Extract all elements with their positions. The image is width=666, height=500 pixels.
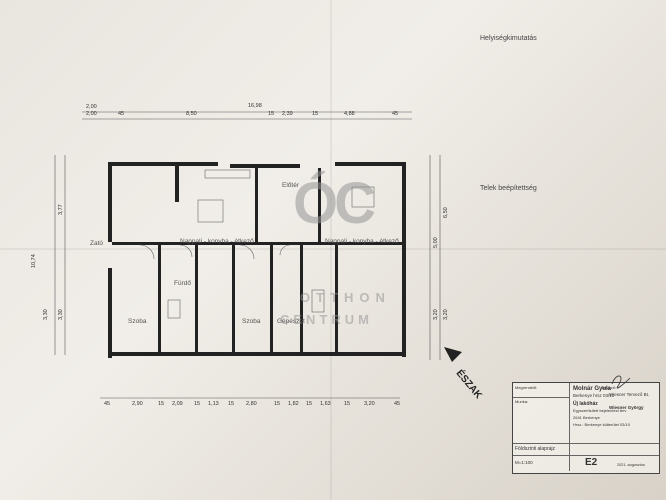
owner-address: Berkenye hrsz 03/10: [573, 393, 615, 398]
dim-bottom-h: 2,80: [246, 401, 257, 407]
paper-fold-vertical: [330, 0, 332, 500]
drawing-date: 2021. augusztus: [617, 463, 645, 467]
dim-top-b: 45: [118, 111, 125, 117]
dim-bottom-g: 15: [228, 401, 235, 407]
dim-bottom-b: 2,90: [132, 401, 143, 407]
owner-name: Molnár Gyula: [573, 386, 612, 392]
dim-bottom-d: 2,09: [172, 401, 183, 407]
dim-bottom-a: 45: [104, 401, 111, 407]
project-line1: Új lakóház: [573, 401, 598, 407]
owner-label: Megrendelő:: [515, 385, 538, 390]
room-szoba-2: Szoba: [242, 318, 261, 325]
watermark-line2: CENTRUM: [280, 312, 373, 327]
drawing-name: Földszinti alaprajz: [515, 446, 556, 452]
bathtub: [167, 299, 181, 319]
dim-bottom-l: 1,63: [320, 401, 331, 407]
wall-north-left: [108, 162, 218, 166]
dim-top-left: 2,00: [86, 104, 97, 110]
sheet-number: E2: [585, 457, 598, 468]
heading-helyiseg: Helyiségkimutatás: [480, 35, 537, 42]
wall-west-lower: [108, 268, 112, 358]
drawing-scale: M=1:100: [515, 460, 533, 465]
dim-top-h: 45: [392, 111, 399, 117]
dim-bottom-f: 1,13: [208, 401, 219, 407]
dim-bottom-o: 45: [394, 401, 401, 407]
dining-table-left: [197, 199, 224, 223]
designer-name: Wiesner Tervező Bt.: [609, 392, 650, 397]
dim-top-e: 2,39: [282, 111, 293, 117]
heading-telek: Telek beépítettség: [480, 185, 537, 192]
dim-bottom-e: 15: [194, 401, 201, 407]
dim-bottom-c: 15: [158, 401, 165, 407]
dim-bottom-i: 15: [274, 401, 281, 407]
project-line4: Hrsz.: Berkenye külterület 03/10: [573, 422, 630, 427]
designer-label: Tervező:: [601, 385, 617, 390]
engineer-name: Wiesner György: [609, 405, 644, 410]
dim-top-total: 16,98: [248, 103, 262, 109]
title-block-left-column: [513, 383, 570, 471]
dining-table-right: [351, 186, 375, 208]
bathtub-right: [311, 289, 325, 313]
wall-corridor: [112, 242, 402, 245]
room-furdo: Fürdő: [174, 280, 191, 287]
dim-top-a: 2,00: [86, 111, 97, 117]
dim-top-c: 8,50: [186, 111, 197, 117]
wall-east: [402, 162, 406, 357]
north-arrow-icon: [444, 347, 462, 362]
watermark-logo: ÓC: [293, 171, 376, 236]
title-block: Megrendelő: Molnár Gyula Berkenye hrsz 0…: [512, 382, 660, 474]
kitchen-counter: [204, 169, 251, 179]
wall-north-right: [335, 162, 405, 166]
room-gepeszet: Gépészet: [277, 318, 305, 325]
dim-bottom-j: 1,82: [288, 401, 299, 407]
dim-bottom-m: 15: [344, 401, 351, 407]
dim-bottom-k: 15: [306, 401, 313, 407]
dim-top-g: 4,88: [344, 111, 355, 117]
wall-west-upper: [108, 162, 112, 242]
room-eloter: Előtér: [282, 182, 299, 189]
project-line2: Egyszerűsített bejelentési terv: [573, 408, 627, 413]
room-zato: Zató: [90, 240, 104, 247]
paper-fold-horizontal: [0, 248, 666, 250]
watermark-line1: OTTHON: [300, 290, 391, 305]
project-line3: 2641 Berkenye: [573, 415, 600, 420]
dim-bottom-n: 3,20: [364, 401, 375, 407]
project-label: Munka:: [515, 399, 529, 404]
dim-top-f: 15: [312, 111, 319, 117]
dim-top-d: 15: [268, 111, 275, 117]
wall-north-mid: [230, 164, 300, 168]
room-nappali-left: Nappali - konyha - étkező: [180, 238, 254, 245]
wall-south: [108, 352, 406, 356]
room-nappali-right: Nappali - konyha - étkező: [325, 238, 399, 245]
room-szoba-1: Szoba: [128, 318, 147, 325]
